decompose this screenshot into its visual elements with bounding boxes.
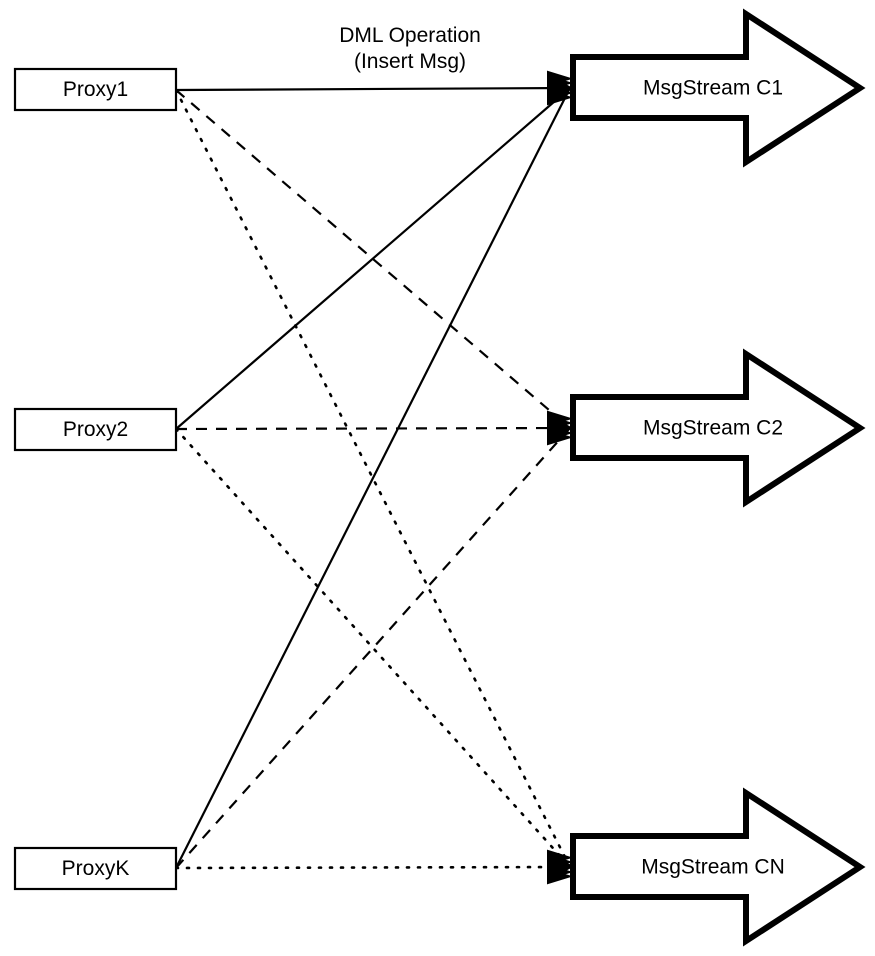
dml-operation-label-line1: DML Operation (339, 24, 481, 47)
connection-p2-c2[interactable] (175, 426, 571, 431)
connection-p2-c1[interactable] (175, 87, 571, 430)
proxy-node-proxyK[interactable]: ProxyK (13, 846, 178, 891)
msgstream-node-stream_c1[interactable]: MsgStream C1 (570, 8, 866, 168)
proxy-node-proxy2[interactable]: Proxy2 (13, 407, 178, 452)
connection-pk-c1[interactable] (175, 87, 571, 869)
proxy-label-proxy2: Proxy2 (63, 418, 128, 441)
block-arrow-stream_cn[interactable] (570, 787, 866, 947)
connection-p1-c2[interactable] (175, 89, 571, 429)
arrowhead-core (549, 415, 573, 441)
msgstream-label-stream_cn: MsgStream CN (641, 856, 785, 879)
connection-pk-cn[interactable] (174, 865, 572, 870)
arrowhead-core (549, 75, 573, 101)
msgstream-node-stream_cn[interactable]: MsgStream CN (570, 787, 866, 947)
msgstream-nodes-layer: MsgStream C1 MsgStream C2 MsgStream CN (570, 8, 866, 947)
arrowhead-core (549, 854, 573, 880)
block-arrow-stream_c2[interactable] (570, 348, 866, 508)
connection-edges-layer (174, 86, 572, 870)
connection-p1-cn[interactable] (174, 88, 572, 869)
msgstream-label-stream_c1: MsgStream C1 (643, 77, 783, 100)
proxy-node-proxy1[interactable]: Proxy1 (13, 67, 178, 112)
dml-operation-label-line2: (Insert Msg) (354, 50, 466, 73)
proxy-box-proxy1[interactable] (13, 67, 178, 112)
edge-arrowheads-layer (547, 70, 573, 885)
connection-p2-cn[interactable] (174, 427, 572, 869)
edge-annotation: DML Operation (Insert Msg) (339, 24, 481, 73)
msgstream-node-stream_c2[interactable]: MsgStream C2 (570, 348, 866, 508)
arrowhead-head-c2 (547, 410, 573, 446)
arrowhead-head-cn (547, 849, 573, 885)
arrowhead-head-c1 (547, 70, 573, 106)
connection-p1-c1[interactable] (175, 86, 571, 92)
msgstream-label-stream_c2: MsgStream C2 (643, 417, 783, 440)
block-arrow-stream_c1[interactable] (570, 8, 866, 168)
proxy-box-proxy2[interactable] (13, 407, 178, 452)
proxy-label-proxy1: Proxy1 (63, 78, 128, 101)
proxy-box-proxyK[interactable] (13, 846, 178, 891)
proxy-label-proxyK: ProxyK (62, 857, 130, 880)
